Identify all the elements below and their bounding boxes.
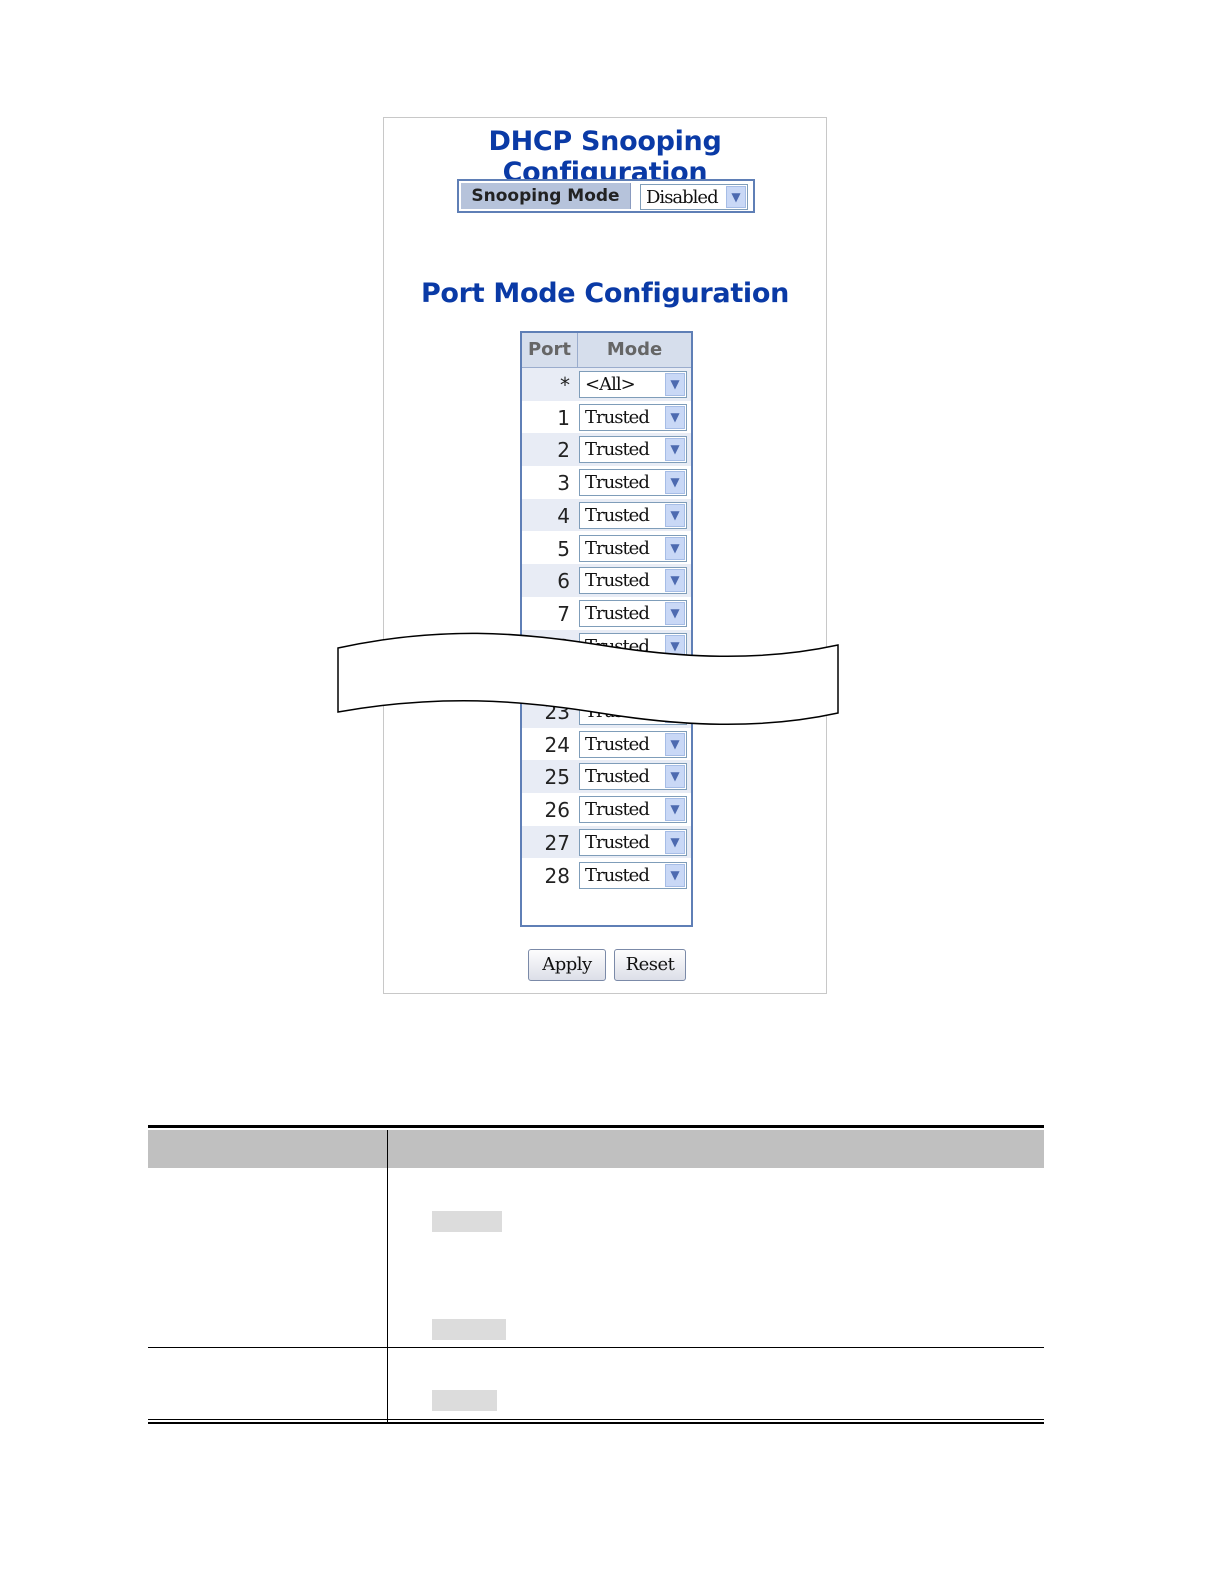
reset-button[interactable]: Reset: [614, 949, 686, 981]
mode-value: Trusted: [585, 472, 650, 494]
mode-select[interactable]: Trusted ▼: [579, 796, 687, 824]
snooping-mode-box: Snooping Mode Disabled ▼: [457, 179, 755, 213]
port-number: 27: [544, 830, 570, 855]
table-header-row: [148, 1130, 1044, 1168]
mode-value: Trusted: [585, 799, 650, 821]
table-row: 3 Trusted ▼: [522, 466, 691, 499]
chevron-down-icon[interactable]: ▼: [665, 536, 685, 560]
highlight-chip: [432, 1390, 497, 1411]
mode-value: Trusted: [585, 439, 650, 461]
chevron-down-icon[interactable]: ▼: [665, 863, 685, 887]
mode-select[interactable]: Trusted ▼: [579, 469, 687, 497]
port-number: 7: [557, 601, 570, 626]
chevron-down-icon[interactable]: ▼: [665, 765, 685, 789]
mode-select[interactable]: Trusted ▼: [579, 501, 687, 529]
mode-select[interactable]: Trusted ▼: [579, 599, 687, 627]
table-row: 25 Trusted ▼: [522, 760, 691, 794]
parameter-table: [148, 1125, 1044, 1425]
mode-select[interactable]: <All> ▼: [579, 371, 687, 398]
chevron-down-icon[interactable]: ▼: [665, 798, 685, 822]
table-row: * <All> ▼: [522, 368, 691, 401]
chevron-down-icon[interactable]: ▼: [665, 405, 685, 429]
port-mode-title: Port Mode Configuration: [420, 278, 790, 309]
row-divider: [148, 1347, 1044, 1348]
snooping-mode-select[interactable]: Disabled ▼: [640, 184, 748, 210]
port-number: 25: [544, 765, 570, 790]
port-number: 2: [557, 438, 570, 463]
chevron-down-icon[interactable]: ▼: [665, 601, 685, 625]
port-number: 1: [557, 405, 570, 430]
mode-value: Trusted: [585, 864, 650, 886]
mode-value: Trusted: [585, 831, 650, 853]
mode-select[interactable]: Trusted ▼: [579, 730, 687, 758]
column-header-mode: Mode: [578, 333, 691, 368]
port-number: 5: [557, 536, 570, 561]
snooping-mode-label: Snooping Mode: [461, 183, 631, 209]
chevron-down-icon[interactable]: ▼: [665, 471, 685, 495]
table-row: 26 Trusted ▼: [522, 793, 691, 826]
table-row: 2 Trusted ▼: [522, 433, 691, 467]
mode-select[interactable]: Trusted ▼: [579, 763, 687, 791]
apply-button[interactable]: Apply: [528, 949, 606, 981]
mode-select[interactable]: Trusted ▼: [579, 828, 687, 856]
chevron-down-icon[interactable]: ▼: [665, 373, 685, 396]
port-number: 3: [557, 471, 570, 496]
table-top-rule: [148, 1125, 1044, 1128]
mode-value: Trusted: [585, 504, 650, 526]
chevron-down-icon[interactable]: ▼: [665, 503, 685, 527]
chevron-down-icon[interactable]: ▼: [665, 830, 685, 854]
mode-value: Trusted: [585, 537, 650, 559]
table-row: 27 Trusted ▼: [522, 825, 691, 859]
port-number: 28: [544, 863, 570, 888]
table-row: 1 Trusted ▼: [522, 400, 691, 434]
port-number: 6: [557, 569, 570, 594]
port-number: *: [560, 373, 570, 397]
table-bottom-rule-1: [148, 1419, 1044, 1420]
mode-value: <All>: [585, 374, 636, 395]
chevron-down-icon[interactable]: ▼: [665, 438, 685, 462]
mode-select[interactable]: Trusted ▼: [579, 567, 687, 595]
snooping-mode-value: Disabled: [646, 187, 719, 208]
mode-value: Trusted: [585, 570, 650, 592]
table-row: 6 Trusted ▼: [522, 564, 691, 597]
port-number: 4: [557, 503, 570, 528]
table-row: 7 Trusted ▼: [522, 596, 691, 630]
chevron-down-icon[interactable]: ▼: [665, 569, 685, 593]
mode-value: Trusted: [585, 766, 650, 788]
mode-select[interactable]: Trusted ▼: [579, 534, 687, 562]
table-row: 4 Trusted ▼: [522, 498, 691, 532]
mode-value: Trusted: [585, 406, 650, 428]
chevron-down-icon[interactable]: ▼: [726, 186, 746, 208]
mode-value: Trusted: [585, 733, 650, 755]
column-header-port: Port: [522, 333, 578, 368]
chevron-down-icon[interactable]: ▼: [665, 732, 685, 756]
table-row: 28 Trusted ▼: [522, 858, 691, 892]
table-row: 24 Trusted ▼: [522, 727, 691, 761]
table-bottom-rule-2: [148, 1422, 1044, 1424]
table-row: 5 Trusted ▼: [522, 531, 691, 565]
mode-select[interactable]: Trusted ▼: [579, 403, 687, 431]
port-number: 26: [544, 798, 570, 823]
highlight-chip: [432, 1319, 506, 1340]
mode-value: Trusted: [585, 602, 650, 624]
port-number: 24: [544, 732, 570, 757]
mode-select[interactable]: Trusted ▼: [579, 861, 687, 889]
mode-select[interactable]: Trusted ▼: [579, 436, 687, 464]
column-divider: [387, 1130, 388, 1423]
highlight-chip: [432, 1211, 502, 1232]
